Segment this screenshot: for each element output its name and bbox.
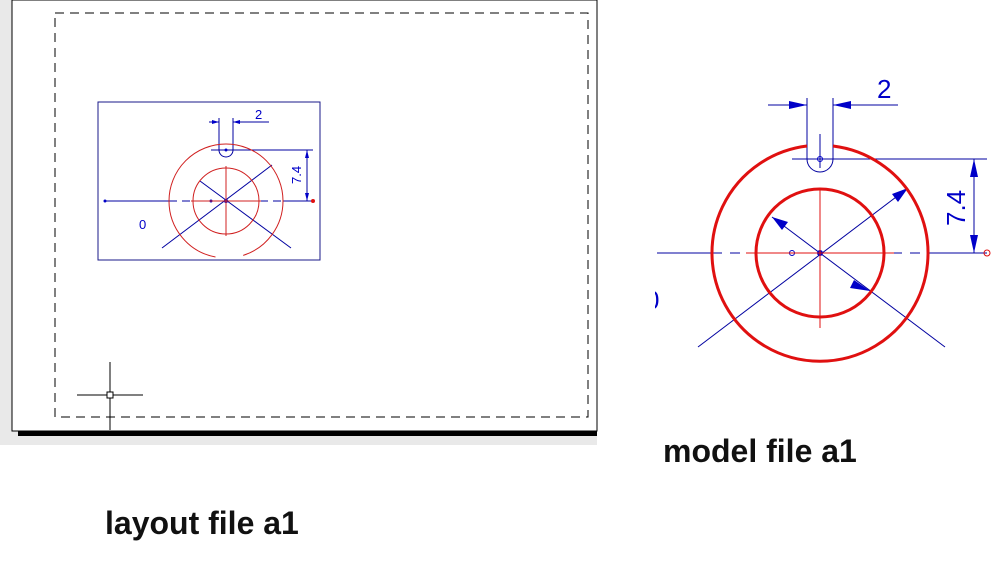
- layout-dim-width: 2: [255, 107, 262, 122]
- model-space-view[interactable]: 2 7.4 0: [645, 74, 991, 363]
- model-caption: model file a1: [663, 433, 857, 469]
- paper-shadow: [18, 431, 597, 436]
- layout-circles: [168, 143, 284, 259]
- layout-viewport[interactable]: 2 7.4 0: [97, 101, 321, 261]
- model-dim-width: 2: [877, 74, 891, 104]
- layout-caption: layout file a1: [105, 505, 299, 541]
- printable-area-border: [54, 12, 589, 418]
- model-point-label: 0: [645, 285, 659, 315]
- model-dim-height: 7.4: [941, 190, 971, 226]
- layout-point-label: 0: [139, 217, 146, 232]
- layout-paper-space[interactable]: 2 7.4 0: [0, 0, 598, 445]
- crosshair-cursor-icon: [77, 362, 143, 430]
- layout-dim-height: 7.4: [289, 166, 304, 184]
